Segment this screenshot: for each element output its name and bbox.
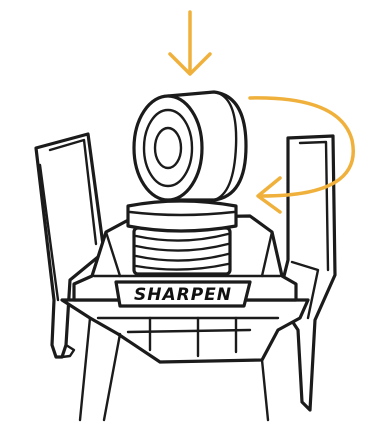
arrow-down-icon <box>170 12 210 74</box>
right-clamp-arm <box>278 136 335 410</box>
left-clamp-arm <box>36 134 104 357</box>
cylinder-knob <box>134 92 246 200</box>
housing-body <box>62 300 308 420</box>
sharpen-label-plate: SHARPEN <box>116 282 250 306</box>
screw-collar <box>128 201 236 231</box>
threaded-screw <box>134 228 230 274</box>
sharpen-label: SHARPEN <box>134 285 232 305</box>
